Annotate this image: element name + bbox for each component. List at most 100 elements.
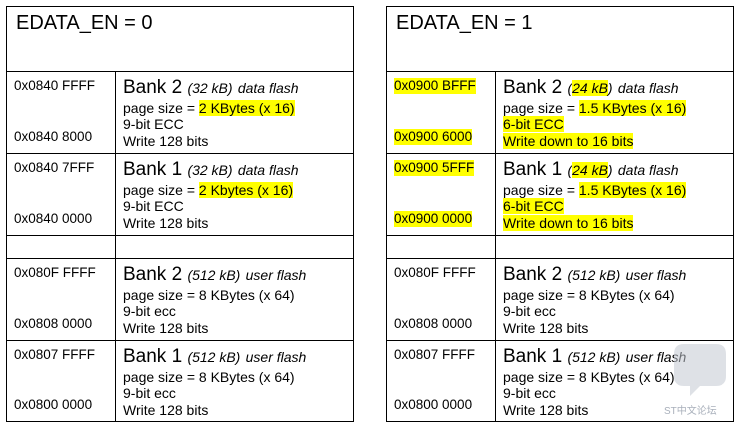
bank-kind: data flash	[237, 162, 299, 178]
address-start: 0x0840 8000	[14, 129, 93, 144]
page-size-label: page size =	[503, 100, 579, 116]
bank-row-data-bank1: 0x0840 7FFF 0x0840 0000 Bank 1 (32 kB) d…	[7, 154, 353, 236]
page-size-line: page size = 2 Kbytes (x 16)	[123, 182, 294, 198]
bank-size: (24 kB)	[567, 162, 613, 178]
ecc-line: 6-bit ECC	[503, 116, 564, 132]
address-cell: 0x080F FFFF 0x0808 0000	[7, 259, 116, 340]
write-line: Write down to 16 bits	[503, 133, 634, 149]
write-line: Write 128 bits	[123, 320, 209, 336]
map-title: EDATA_EN = 0	[16, 12, 153, 34]
bank-kind: user flash	[245, 349, 307, 365]
map-title-cell: EDATA_EN = 1	[387, 7, 733, 72]
bank-row-user-bank2: 0x080F FFFF 0x0808 0000 Bank 2 (512 kB) …	[7, 259, 353, 341]
bank-size: (24 kB)	[567, 80, 613, 96]
page-size-line: page size = 8 KBytes (x 64)	[123, 369, 295, 385]
address-start: 0x0800 0000	[394, 397, 473, 412]
watermark: ST中文论坛	[662, 340, 736, 420]
address-start-highlighted: 0x0900 6000	[394, 129, 473, 145]
bank-description: Bank 2 (24 kB) data flash page size = 1.…	[496, 72, 733, 153]
ecc-line: 9-bit ecc	[503, 303, 556, 319]
page-size-value: 8 KBytes (x 64)	[578, 287, 675, 303]
page-size-value-highlighted: 1.5 KBytes (x 16)	[578, 182, 687, 198]
page-size-label: page size =	[503, 287, 579, 303]
ecc-line: 9-bit ECC	[123, 198, 184, 214]
bank-kind: data flash	[237, 80, 299, 96]
page-size-line: page size = 8 KBytes (x 64)	[123, 287, 295, 303]
address-cell: 0x0900 5FFF 0x0900 0000	[387, 154, 496, 235]
address-cell: 0x0840 7FFF 0x0840 0000	[7, 154, 116, 235]
bank-description: Bank 2 (512 kB) user flash page size = 8…	[116, 259, 353, 340]
bank-name: Bank 1	[503, 346, 563, 367]
bank-row-data-bank1: 0x0900 5FFF 0x0900 0000 Bank 1 (24 kB) d…	[387, 154, 733, 236]
write-line: Write 128 bits	[503, 320, 589, 336]
bank-heading: Bank 1 (512 kB) user flash	[503, 347, 686, 367]
spacer-cell	[7, 236, 116, 258]
spacer-cell	[387, 236, 496, 258]
page-size-label: page size =	[503, 182, 579, 198]
page-size-label: page size =	[503, 369, 579, 385]
bank-row-data-bank2: 0x0840 FFFF 0x0840 8000 Bank 2 (32 kB) d…	[7, 72, 353, 154]
bank-heading: Bank 2 (32 kB) data flash	[123, 78, 299, 98]
address-start-highlighted: 0x0900 0000	[394, 211, 473, 227]
bank-kind: user flash	[625, 349, 687, 365]
address-end: 0x0807 FFFF	[14, 347, 96, 362]
bank-name: Bank 2	[123, 264, 183, 285]
page-size-value-highlighted: 2 Kbytes (x 16)	[198, 182, 294, 198]
spacer-row	[7, 236, 353, 259]
page-size-value: 8 KBytes (x 64)	[198, 369, 295, 385]
memory-map-edata-en-0: EDATA_EN = 0 0x0840 FFFF 0x0840 8000 Ban…	[6, 6, 354, 422]
bank-heading: Bank 1 (32 kB) data flash	[123, 160, 299, 180]
address-end: 0x0807 FFFF	[394, 347, 476, 362]
chat-bubble-logo-icon	[674, 344, 726, 396]
address-end: 0x080F FFFF	[14, 265, 96, 280]
spacer-row	[387, 236, 733, 259]
write-value-highlighted: Write down to 16 bits	[503, 133, 634, 149]
memory-map-edata-en-1: EDATA_EN = 1 0x0900 BFFF 0x0900 6000 Ban…	[386, 6, 734, 422]
bank-name: Bank 2	[503, 77, 563, 98]
address-start: 0x0800 0000	[14, 397, 93, 412]
bank-row-user-bank1: 0x0807 FFFF 0x0800 0000 Bank 1 (512 kB) …	[387, 341, 733, 421]
address-end: 0x0840 FFFF	[14, 78, 96, 93]
address-end-highlighted: 0x0900 BFFF	[394, 78, 476, 94]
ecc-line: 9-bit ecc	[503, 385, 556, 401]
address-cell: 0x080F FFFF 0x0808 0000	[387, 259, 496, 340]
page-size-line: page size = 2 KBytes (x 16)	[123, 100, 295, 116]
address-end: 0x080F FFFF	[394, 265, 476, 280]
page-size-line: page size = 1.5 KBytes (x 16)	[503, 100, 687, 116]
bank-heading: Bank 2 (24 kB) data flash	[503, 78, 679, 98]
bank-description: Bank 1 (24 kB) data flash page size = 1.…	[496, 154, 733, 235]
ecc-line: 6-bit ECC	[503, 198, 564, 214]
address-start: 0x0808 0000	[14, 316, 93, 331]
write-value-highlighted: Write down to 16 bits	[503, 215, 634, 231]
write-line: Write 128 bits	[503, 402, 589, 418]
ecc-line: 9-bit ECC	[123, 116, 184, 132]
bank-size: (512 kB)	[187, 267, 241, 283]
page-size-value-highlighted: 2 KBytes (x 16)	[198, 100, 295, 116]
address-start: 0x0808 0000	[394, 316, 473, 331]
bank-name: Bank 1	[503, 159, 563, 180]
bank-description: Bank 1 (32 kB) data flash page size = 2 …	[116, 154, 353, 235]
bank-size: (32 kB)	[187, 162, 233, 178]
bank-kind: user flash	[245, 267, 307, 283]
bank-description: Bank 1 (512 kB) user flash page size = 8…	[496, 341, 733, 421]
bank-name: Bank 1	[123, 159, 183, 180]
page-size-value: 8 KBytes (x 64)	[578, 369, 675, 385]
ecc-line: 9-bit ecc	[123, 385, 176, 401]
bank-size: (512 kB)	[567, 349, 621, 365]
bank-size-value-highlighted: 24 kB	[572, 162, 608, 178]
bank-description: Bank 2 (512 kB) user flash page size = 8…	[496, 259, 733, 340]
bank-description: Bank 2 (32 kB) data flash page size = 2 …	[116, 72, 353, 153]
bank-heading: Bank 2 (512 kB) user flash	[123, 265, 306, 285]
write-line: Write 128 bits	[123, 402, 209, 418]
page-size-label: page size =	[123, 369, 199, 385]
address-end-highlighted: 0x0900 5FFF	[394, 160, 475, 176]
bank-kind: user flash	[625, 267, 687, 283]
bank-name: Bank 1	[123, 346, 183, 367]
address-cell: 0x0840 FFFF 0x0840 8000	[7, 72, 116, 153]
bank-heading: Bank 2 (512 kB) user flash	[503, 265, 686, 285]
write-line: Write 128 bits	[123, 215, 209, 231]
bank-heading: Bank 1 (24 kB) data flash	[503, 160, 679, 180]
bank-name: Bank 2	[503, 264, 563, 285]
address-cell: 0x0900 BFFF 0x0900 6000	[387, 72, 496, 153]
page-size-value: 8 KBytes (x 64)	[198, 287, 295, 303]
